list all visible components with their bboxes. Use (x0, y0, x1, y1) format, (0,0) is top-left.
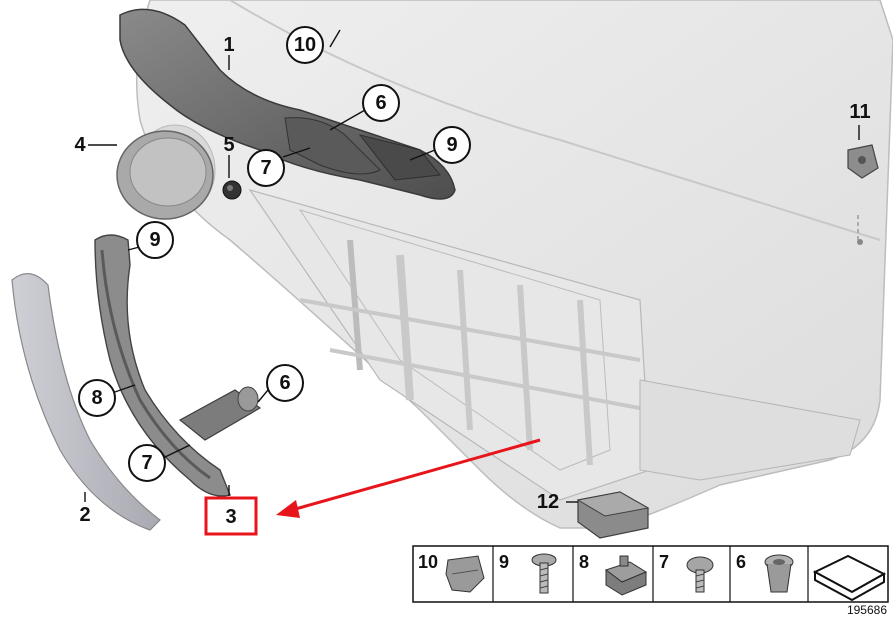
svg-text:9: 9 (499, 552, 509, 572)
clip-part (847, 144, 879, 179)
diagram-id: 195686 (847, 603, 887, 617)
svg-text:9: 9 (446, 134, 457, 156)
bolt-icon (686, 556, 714, 593)
svg-text:7: 7 (260, 157, 271, 179)
callout-7-lower: 7 (128, 444, 166, 482)
small-cap (222, 180, 242, 200)
legend-item-7: 7 (659, 552, 714, 593)
callout-10: 10 (286, 26, 324, 64)
callout-6-upper: 6 (362, 84, 400, 122)
legend-item-6: 6 (736, 552, 794, 593)
callout-6-lower: 6 (266, 364, 304, 402)
armrest-handle-trim (119, 8, 456, 200)
legend-item-10: 10 (418, 552, 485, 593)
label-11: 11 (849, 101, 870, 123)
screw-icon (531, 553, 557, 594)
highlight-box: 3 (204, 496, 258, 536)
svg-text:9: 9 (149, 229, 160, 251)
svg-text:6: 6 (375, 92, 386, 114)
label-1: 1 (223, 34, 234, 56)
callout-9-lower: 9 (136, 221, 174, 259)
callout-7-upper: 7 (247, 149, 285, 187)
legend-item-8: 8 (579, 552, 648, 596)
clip-nut-icon (604, 555, 648, 596)
label-2: 2 (79, 504, 90, 526)
label-4: 4 (74, 134, 86, 156)
svg-text:8: 8 (91, 387, 102, 409)
callout-8: 8 (78, 379, 116, 417)
label-3: 3 (225, 506, 236, 528)
legend-strip: 10 9 8 7 (412, 545, 889, 603)
svg-text:10: 10 (418, 552, 438, 572)
svg-text:7: 7 (141, 452, 152, 474)
callout-9-upper: 9 (433, 126, 471, 164)
speaker-cover (116, 130, 214, 220)
svg-text:7: 7 (659, 552, 669, 572)
label-12: 12 (537, 491, 559, 513)
expanding-clip-icon (445, 555, 485, 593)
plain-labels: 1 4 5 2 11 12 (74, 34, 870, 526)
highlight-arrow (276, 438, 541, 518)
svg-text:10: 10 (294, 34, 316, 56)
insert-part (576, 491, 650, 539)
svg-text:6: 6 (279, 372, 290, 394)
trim-strip (11, 273, 161, 531)
wedge-block-icon (812, 554, 887, 602)
label-5: 5 (223, 134, 234, 156)
sleeve-part (178, 386, 262, 441)
svg-text:8: 8 (579, 552, 589, 572)
sleeve-icon (764, 554, 794, 593)
leader-lines (84, 29, 860, 503)
callouts: 10 6 7 9 9 8 6 7 (78, 26, 471, 482)
legend-item-9: 9 (499, 552, 557, 594)
handle-carrier (94, 234, 231, 497)
svg-text:6: 6 (736, 552, 746, 572)
